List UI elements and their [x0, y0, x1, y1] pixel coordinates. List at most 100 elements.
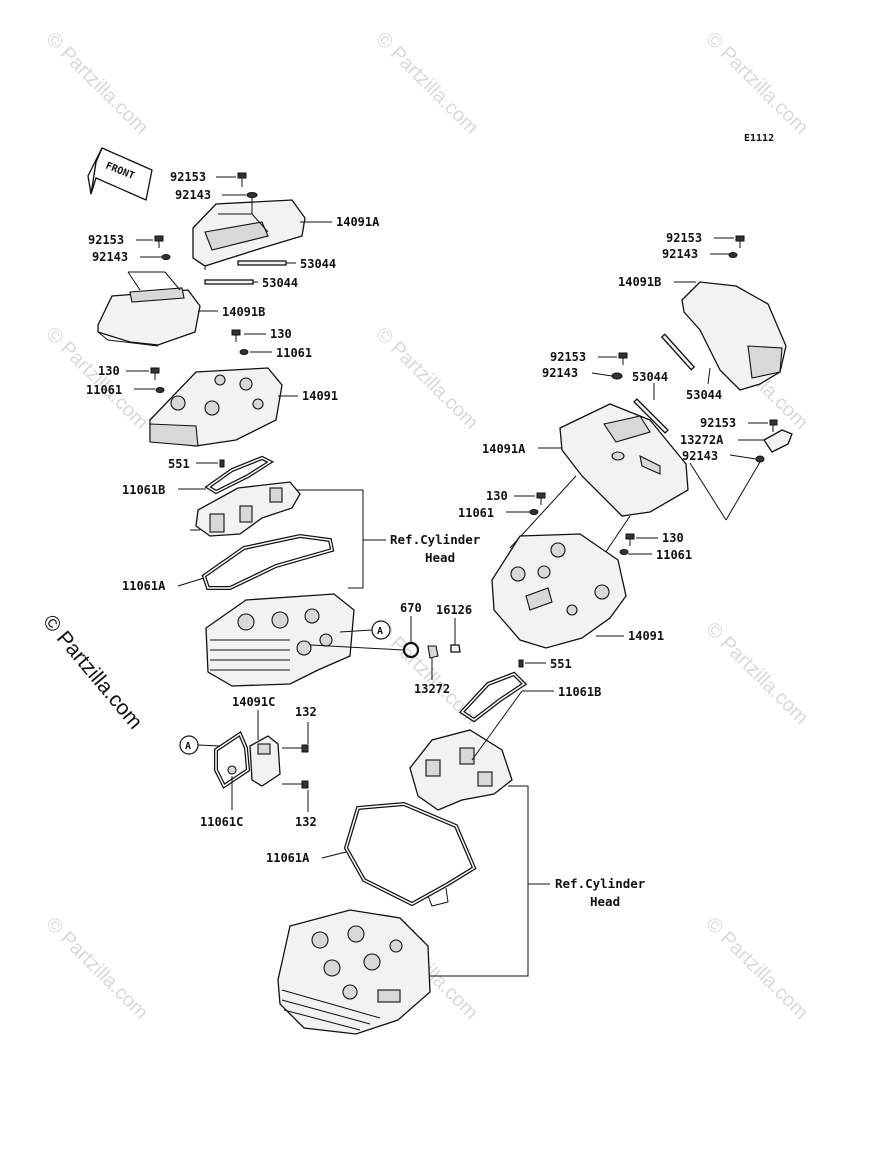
cover-14091C-icon	[249, 735, 281, 787]
label-11061A-rear: 11061A	[266, 851, 310, 865]
washer-92143-icon	[611, 372, 623, 380]
label-130-rear-right: 130	[662, 531, 684, 545]
label-92153-second: 92153	[88, 233, 124, 247]
brand-text: © Partzilla.com	[38, 610, 147, 733]
gasket-11061A-front-icon	[201, 533, 335, 590]
label-92143-rear-mid: 92143	[542, 366, 578, 380]
ref-cylinder-head-bottom-line2: Head	[590, 894, 620, 909]
fitting-16126-icon	[450, 644, 461, 653]
washer-92143-icon	[246, 192, 258, 198]
bolt-92153-icon	[237, 172, 247, 187]
bracket-13272A-icon	[763, 429, 793, 453]
label-13272A: 13272A	[680, 433, 724, 447]
gasket-11061B-rear-icon	[458, 671, 528, 723]
label-14091C: 14091C	[232, 695, 275, 709]
gasket-11061C-icon	[214, 731, 251, 789]
bolt-130-icon	[231, 329, 241, 342]
watermark: © Partzilla.com	[371, 323, 482, 434]
label-551-front: 551	[168, 457, 190, 471]
pin-53044-icon	[204, 279, 254, 285]
label-11061-upper: 11061	[276, 346, 312, 360]
ref-cylinder-head-top-line2: Head	[425, 550, 455, 565]
washer-11061-icon	[155, 387, 165, 393]
label-53044-rear-mid: 53044	[632, 370, 668, 384]
label-53044-lower: 53044	[262, 276, 298, 290]
pin-53044-icon	[633, 398, 669, 434]
label-551-rear: 551	[550, 657, 572, 671]
label-14091A-front: 14091A	[336, 215, 380, 229]
label-14091A-rear: 14091A	[482, 442, 526, 456]
rocker-assembly-rear-icon	[409, 729, 513, 811]
label-11061-rear-right: 11061	[656, 548, 692, 562]
label-92143-rear-top: 92143	[662, 247, 698, 261]
front-arrow-icon: FRONT	[87, 147, 153, 201]
rocker-assembly-front-icon	[190, 481, 301, 537]
label-92153-rear-mid: 92153	[550, 350, 586, 364]
washer-11061-icon	[239, 349, 249, 355]
label-11061-rear-left: 11061	[458, 506, 494, 520]
label-11061C: 11061C	[200, 815, 243, 829]
washer-92143-icon	[161, 254, 171, 260]
plug-13272-icon	[427, 645, 439, 659]
label-53044-upper: 53044	[300, 257, 336, 271]
watermark: © Partzilla.com	[41, 28, 152, 139]
washer-92143-icon	[728, 252, 738, 258]
watermark: © Partzilla.com	[41, 913, 152, 1024]
bolt-130-icon	[150, 367, 160, 380]
bolt-130-icon	[536, 492, 546, 505]
watermarks: © Partzilla.com © Partzilla.com © Partzi…	[41, 28, 812, 1024]
dowel-551-icon	[219, 459, 225, 468]
gasket-11061B-front-icon	[204, 455, 275, 495]
label-670: 670	[400, 601, 422, 615]
label-11061-lower: 11061	[86, 383, 122, 397]
label-14091-front: 14091	[302, 389, 338, 403]
label-92143-rear-low: 92143	[682, 449, 718, 463]
label-14091B-front: 14091B	[222, 305, 265, 319]
label-92153: 92153	[170, 170, 206, 184]
ref-cylinder-head-top: Ref.Cylinder	[390, 532, 481, 547]
watermark: © Partzilla.com	[701, 913, 812, 1024]
callout-a-left: A	[179, 735, 199, 755]
gasket-11061A-rear-icon	[343, 801, 477, 907]
pin-53044-icon	[660, 333, 696, 371]
label-130-upper: 130	[270, 327, 292, 341]
label-130-rear-left: 130	[486, 489, 508, 503]
cover-14091A-rear-icon	[559, 403, 689, 517]
label-14091-rear: 14091	[628, 629, 664, 643]
watermark: © Partzilla.com	[371, 28, 482, 139]
cylinder-head-rear-icon	[277, 909, 431, 1035]
cover-14091B-front-icon	[97, 287, 201, 347]
bolt-92153-icon	[154, 235, 164, 248]
dowel-551-icon	[518, 659, 524, 668]
pin-53044-icon	[237, 260, 287, 266]
head-cover-14091-rear-icon	[491, 533, 627, 649]
label-13272: 13272	[414, 682, 450, 696]
label-130-lower: 130	[98, 364, 120, 378]
callout-letter: A	[377, 626, 383, 637]
label-16126: 16126	[436, 603, 472, 617]
washer-92143-icon	[755, 455, 765, 463]
bolt-132-icon	[282, 780, 309, 789]
label-14091B-rear: 14091B	[618, 275, 661, 289]
cover-14091A-front-icon	[192, 199, 306, 270]
label-53044-rear-right: 53044	[686, 388, 722, 402]
head-cover-14091-front-icon	[149, 367, 283, 447]
ref-cylinder-head-bottom: Ref.Cylinder	[555, 876, 646, 891]
bolt-130-icon	[625, 533, 635, 546]
label-11061B-rear: 11061B	[558, 685, 601, 699]
washer-11061-icon	[529, 509, 539, 515]
label-92143-second: 92143	[92, 250, 128, 264]
watermark: © Partzilla.com	[701, 618, 812, 729]
diagram-code: E1112	[744, 133, 774, 144]
callout-letter: A	[185, 741, 191, 752]
cylinder-head-front-icon	[205, 593, 355, 687]
washer-11061-icon	[619, 549, 629, 555]
label-11061A-front: 11061A	[122, 579, 166, 593]
watermark: © Partzilla.com	[701, 28, 812, 139]
cover-14091B-rear-icon	[681, 281, 787, 391]
label-92143: 92143	[175, 188, 211, 202]
bolt-132-icon	[282, 744, 309, 753]
label-92153-rear-low: 92153	[700, 416, 736, 430]
bolt-92153-icon	[769, 419, 778, 432]
